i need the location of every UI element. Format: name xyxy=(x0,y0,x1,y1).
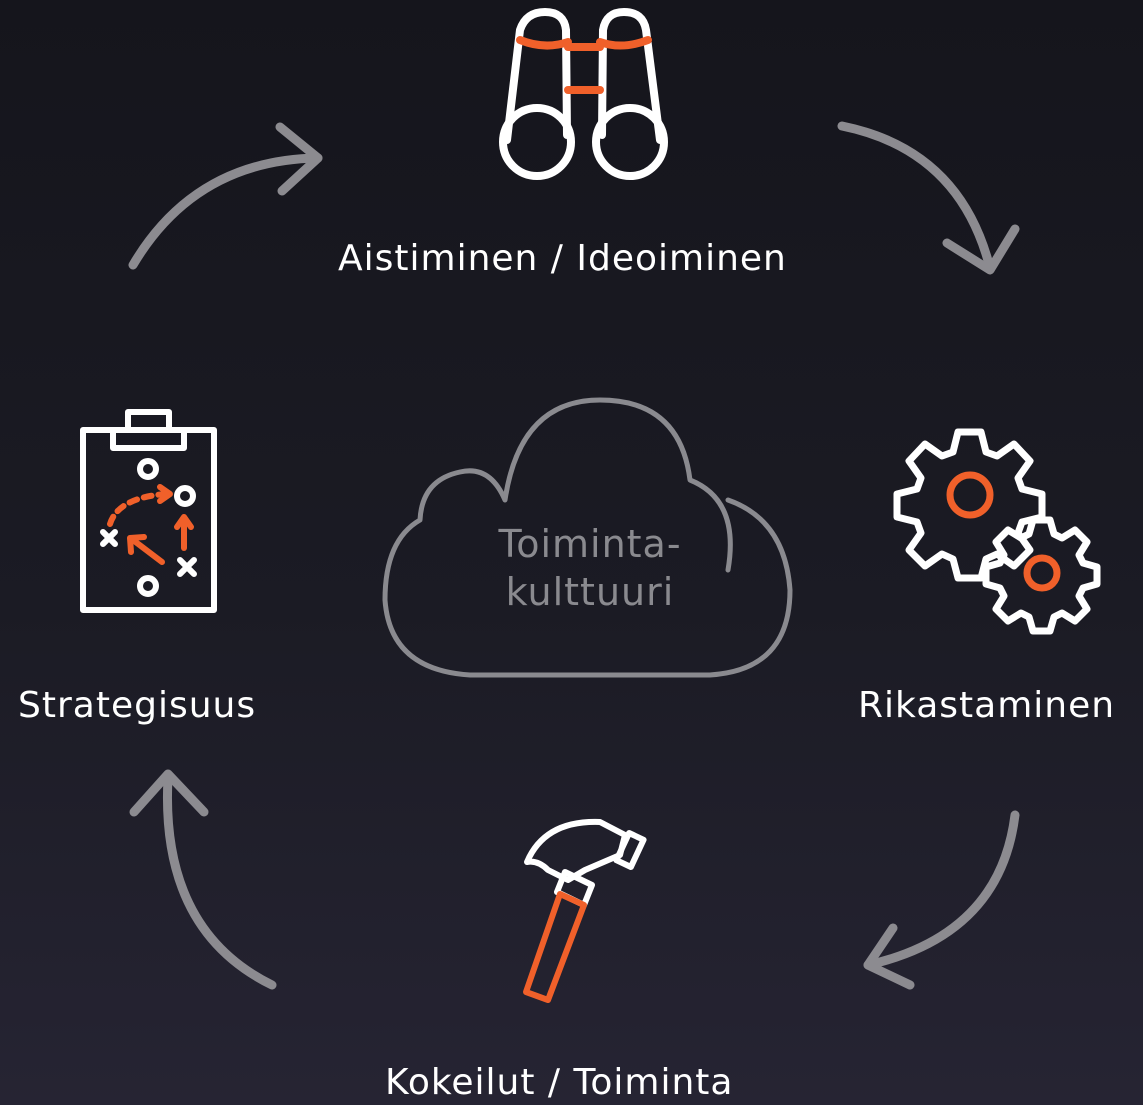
cloud-icon xyxy=(382,397,793,678)
arrow-top-right xyxy=(837,121,1020,275)
step-label-sensing-ideation: Aistiminen / Ideoiminen xyxy=(338,238,787,279)
step-label-strategic: Strategisuus xyxy=(18,685,257,726)
binoculars-icon xyxy=(499,8,668,180)
arrow-bottom-left xyxy=(129,769,277,990)
hammer-icon xyxy=(523,818,647,1003)
strategy-clipboard-icon xyxy=(80,409,217,613)
arrow-bottom-right xyxy=(863,810,1020,990)
step-label-enrichment: Rikastaminen xyxy=(858,685,1116,726)
step-label-experiments-action: Kokeilut / Toiminta xyxy=(385,1062,734,1103)
arrow-top-left xyxy=(128,122,323,270)
center-label-line2: kulttuuri xyxy=(505,570,675,614)
center-label-line1: Toiminta- xyxy=(498,522,682,566)
gears-icon xyxy=(893,428,1101,635)
